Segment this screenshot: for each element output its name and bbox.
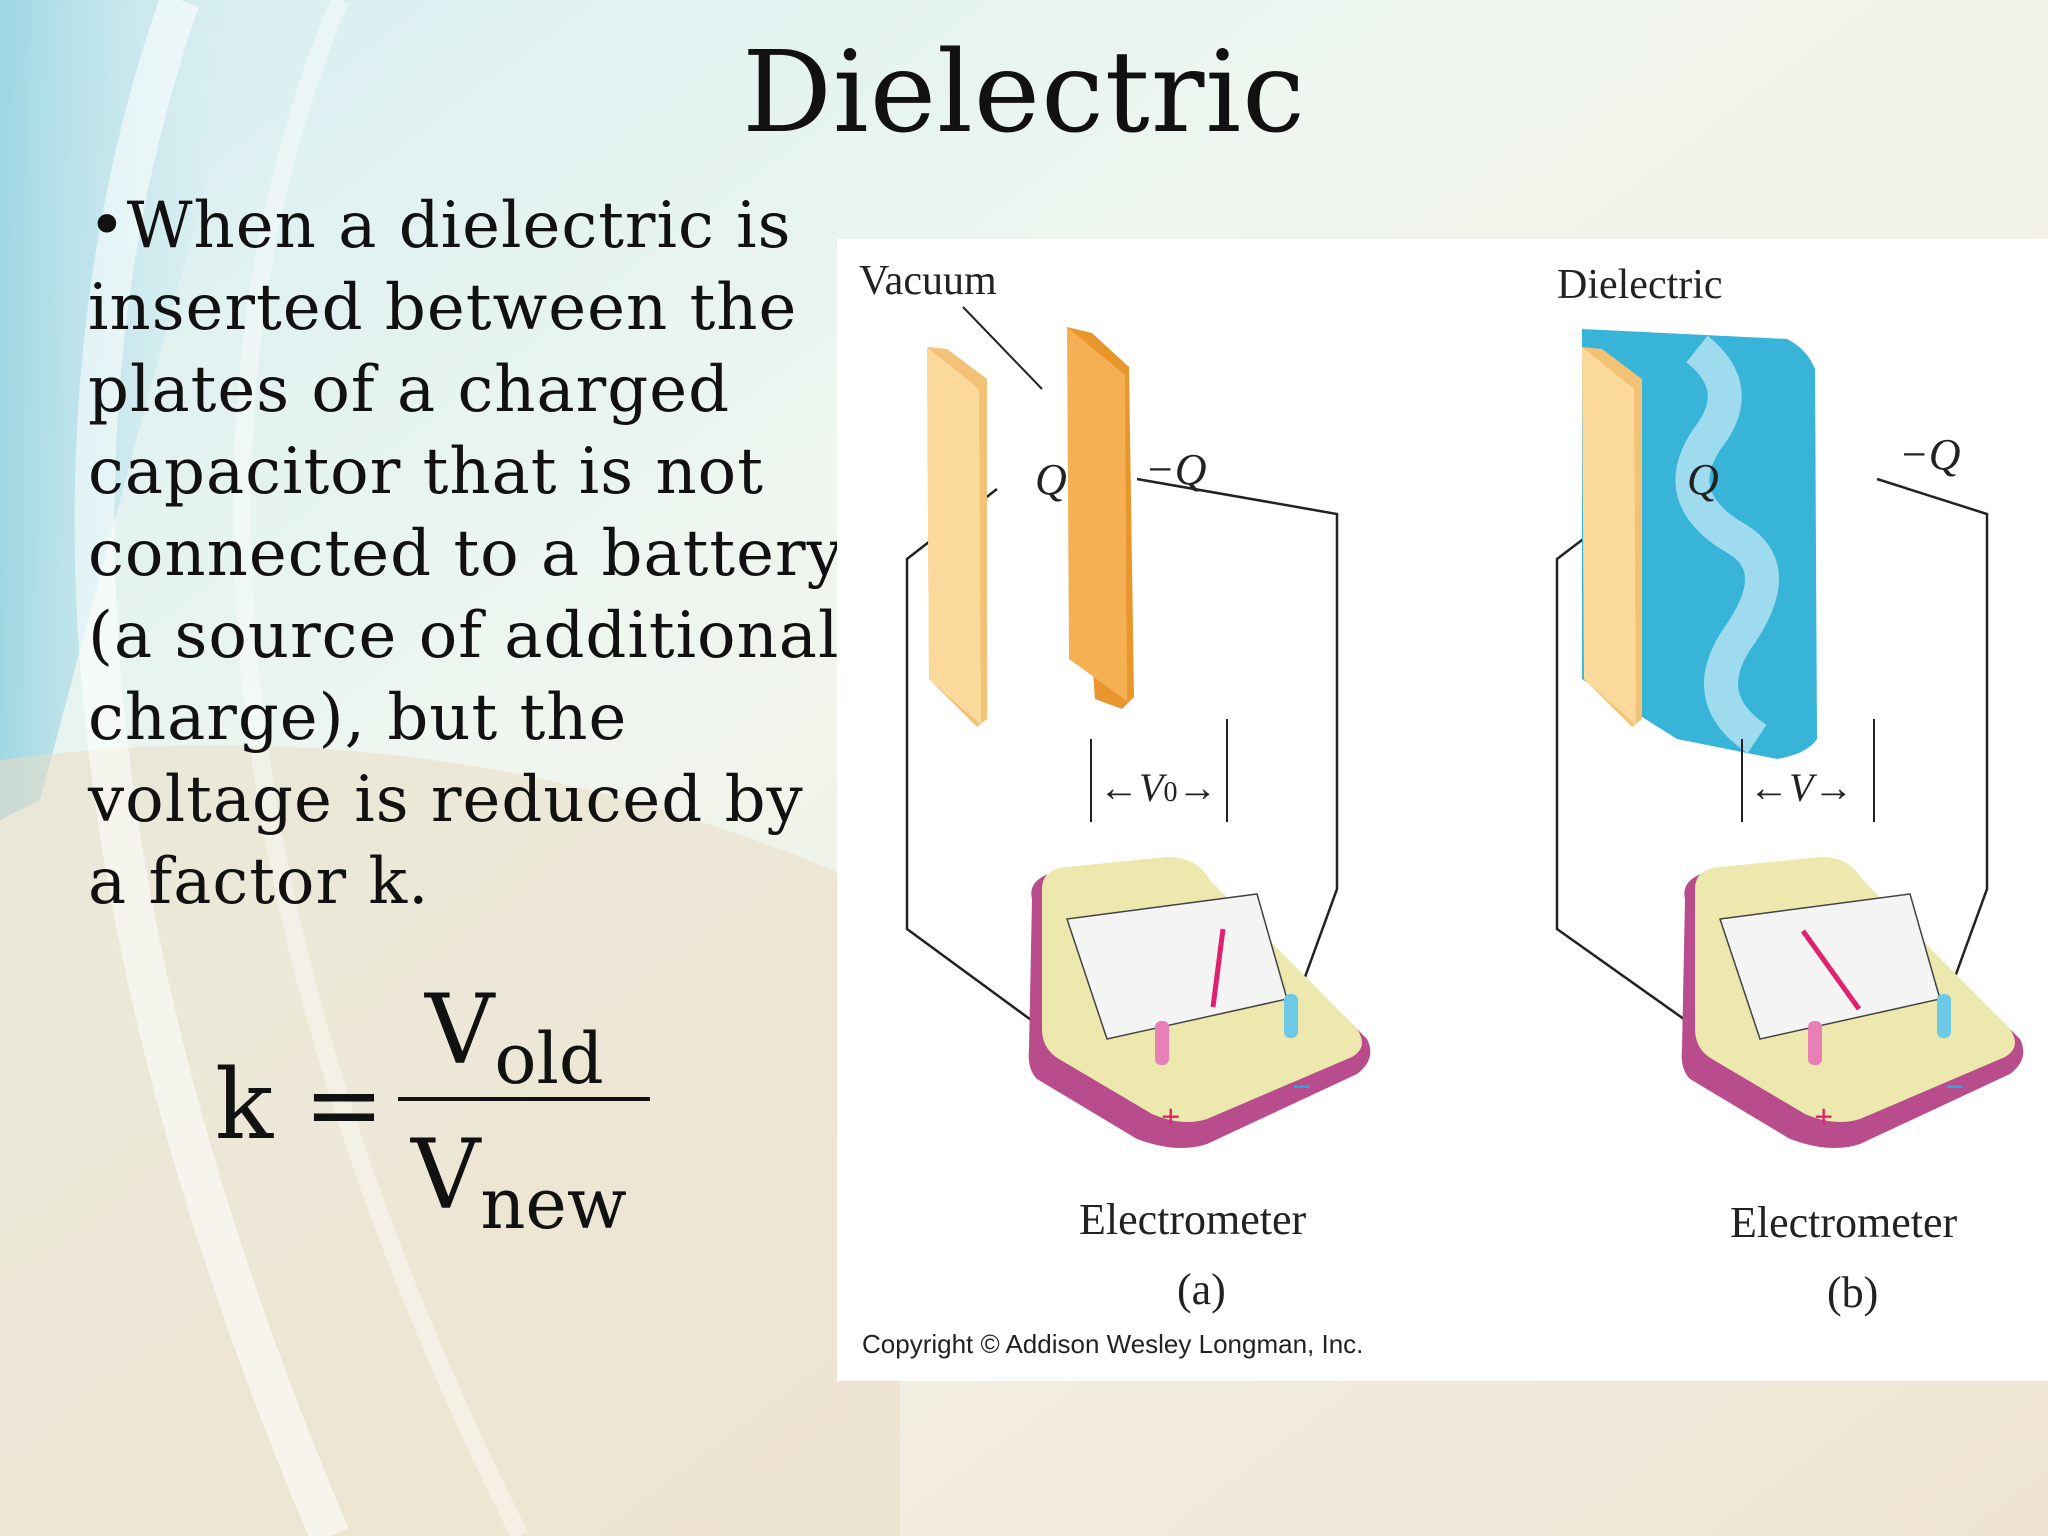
electrometer-label-b: Electrometer <box>1730 1198 1958 1247</box>
plate-pos-a-face <box>927 347 981 725</box>
vacuum-pointer <box>962 306 1043 390</box>
dielectric-swirl <box>1675 335 1779 754</box>
formula-denominator: Vnew <box>411 1125 627 1245</box>
numerator-subscript: old <box>494 1018 604 1100</box>
bullet-text: •When a dielectric is inserted between t… <box>88 189 844 919</box>
dielectric-label: Dielectric <box>1557 262 1723 308</box>
charge-pos-b: Q <box>1687 455 1719 504</box>
numerator-symbol: V <box>425 974 495 1086</box>
minus-sign-b: − <box>1945 1069 1965 1106</box>
denominator-symbol: V <box>411 1119 481 1231</box>
panel-b-drawing <box>1555 329 2024 1148</box>
plus-sign-a: + <box>1161 1099 1181 1136</box>
charge-neg-b: −Q <box>1899 430 1961 479</box>
charge-pos-a: Q <box>1035 455 1067 504</box>
denominator-subscript: new <box>480 1163 627 1245</box>
copyright-notice: Copyright © Addison Wesley Longman, Inc. <box>862 1329 1364 1359</box>
voltage-label-a: ←V0→ <box>1099 765 1218 810</box>
panel-a-wire-right <box>1136 477 1339 1000</box>
panel-b-tag: (b) <box>1827 1268 1879 1317</box>
panel-a-tag: (a) <box>1177 1265 1226 1314</box>
formula-lhs: k = <box>215 1049 385 1161</box>
voltage-a-subscript: 0 <box>1163 777 1178 808</box>
capacitor-figure: Vacuum Q −Q ←V0→ + − Electrometer (a) Di… <box>837 239 2048 1381</box>
plus-sign-b: + <box>1814 1099 1834 1136</box>
capacitor-illustration <box>905 306 2024 1148</box>
fraction-bar <box>398 1097 650 1101</box>
plate-pos-b-face <box>1582 347 1636 725</box>
needle-a <box>1210 928 1226 1008</box>
dielectric-constant-formula: k = Vold Vnew <box>215 960 675 1260</box>
needle-b <box>1800 929 1862 1011</box>
panel-a-drawing <box>905 306 1371 1148</box>
formula-numerator: Vold <box>425 980 604 1100</box>
vacuum-label: Vacuum <box>859 258 997 304</box>
plate-neg-a-face <box>1067 327 1127 701</box>
minus-sign-a: − <box>1292 1069 1312 1106</box>
panel-b-wire-right <box>1876 477 1989 1000</box>
voltage-b-symbol: V <box>1789 765 1814 810</box>
charge-neg-a: −Q <box>1145 445 1207 494</box>
voltage-a-symbol: V <box>1139 765 1164 810</box>
voltage-label-b: ←V→ <box>1749 765 1854 810</box>
slide-title: Dielectric <box>742 28 1306 158</box>
electrometer-label-a: Electrometer <box>1079 1195 1307 1244</box>
